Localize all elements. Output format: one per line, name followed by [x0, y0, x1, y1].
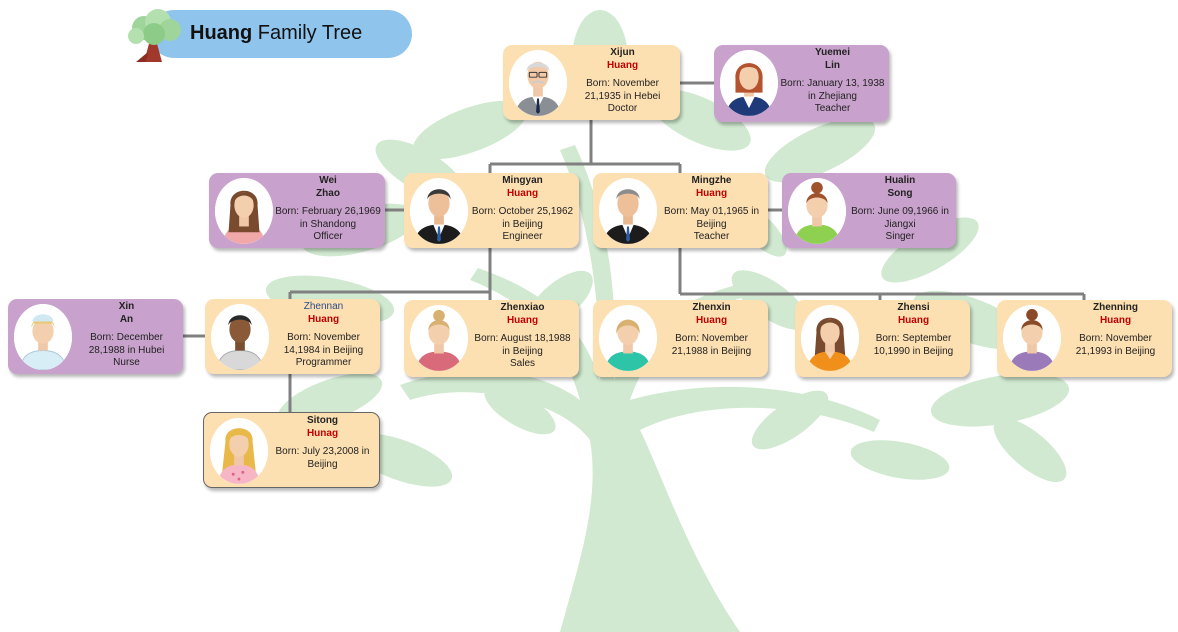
first-name: Zhenxin	[692, 302, 731, 313]
first-name: Xijun	[610, 47, 635, 58]
birth-info: Born: November 21,1993 in Beijing	[1075, 333, 1156, 357]
occupation: Singer	[885, 231, 915, 242]
woman-green-avatar	[788, 178, 846, 244]
person-card-zhennan-huang[interactable]: Zhennan Huang Born: November 14,1984 in …	[205, 299, 380, 374]
occupation: Teacher	[814, 103, 851, 114]
first-name: Sitong	[306, 415, 339, 426]
surname: Huang	[695, 187, 728, 199]
surname: Huang	[506, 314, 539, 326]
birth-info: Born: November 21,1935 in Hebei	[584, 78, 661, 102]
title-banner: Huang Family Tree	[150, 10, 412, 58]
surname: An	[119, 313, 134, 325]
nurse-avatar	[14, 304, 72, 370]
grey-haired-man-suit-avatar	[599, 178, 657, 244]
surname: Huang	[1099, 314, 1132, 326]
surname: Huang	[695, 314, 728, 326]
man-suit-avatar	[410, 178, 468, 244]
woman-red-avatar	[410, 305, 468, 371]
surname: Song	[887, 187, 913, 199]
birth-info: Born: November 21,1988 in Beijing	[671, 333, 752, 357]
birth-info: Born: August 18,1988 in Beijing	[474, 333, 571, 357]
person-card-mingyan-huang[interactable]: Mingyan Huang Born: October 25,1962 in B…	[404, 173, 579, 248]
birth-info: Born: February 26,1969 in Shandong	[275, 206, 381, 230]
first-name: Yuemei	[814, 47, 851, 58]
surname: Huang	[606, 59, 639, 71]
first-name: Wei	[319, 175, 337, 186]
first-name: Hualin	[884, 175, 916, 186]
occupation: Officer	[313, 231, 343, 242]
surname: Lin	[825, 59, 840, 71]
title-rest: Family Tree	[257, 22, 363, 44]
woman-orange-avatar	[801, 305, 859, 371]
person-card-wei-zhao[interactable]: Wei Zhao Born: February 26,1969 in Shand…	[209, 173, 385, 248]
person-card-zhenxin-huang[interactable]: Zhenxin Huang Born: November 21,1988 in …	[593, 300, 768, 377]
person-card-zhensi-huang[interactable]: Zhensi Huang Born: September 10,1990 in …	[795, 300, 970, 377]
occupation: Sales	[509, 358, 535, 369]
person-card-zhenxiao-huang[interactable]: Zhenxiao Huang Born: August 18,1988 in B…	[404, 300, 579, 377]
occupation: Nurse	[113, 357, 140, 368]
first-name: Xin	[118, 301, 135, 312]
person-card-xijun-huang[interactable]: Xijun Huang Born: November 21,1935 in He…	[503, 45, 680, 120]
surname: Huang	[506, 187, 539, 199]
birth-info: Born: June 09,1966 in Jiangxi	[851, 206, 949, 230]
birth-info: Born: September 10,1990 in Beijing	[873, 333, 954, 357]
first-name: Zhensi	[897, 302, 930, 313]
person-card-yuemei-lin[interactable]: Yuemei Lin Born: January 13, 1938 in Zhe…	[714, 45, 889, 122]
birth-info: Born: May 01,1965 in Beijing	[663, 206, 760, 230]
title-surname: Huang	[190, 22, 253, 44]
woman-pink-avatar	[215, 178, 273, 244]
first-name: Mingzhe	[691, 175, 732, 186]
surname: Huang	[307, 313, 340, 325]
woman-teal-avatar	[599, 305, 657, 371]
person-card-sitong-hunag[interactable]: Sitong Hunag Born: July 23,2008 in Beiji…	[203, 412, 380, 488]
elderly-man-glasses-avatar	[509, 50, 567, 116]
surname: Hunag	[306, 427, 339, 439]
person-card-hualin-song[interactable]: Hualin Song Born: June 09,1966 in Jiangx…	[782, 173, 956, 248]
first-name: Mingyan	[502, 175, 543, 186]
page-title: Huang Family Tree	[190, 22, 362, 45]
occupation: Teacher	[693, 231, 730, 242]
tree-logo-icon	[128, 9, 181, 62]
woman-purple-avatar	[1003, 305, 1061, 371]
man-shirt-avatar	[211, 304, 269, 370]
surname: Zhao	[316, 187, 340, 199]
occupation: Engineer	[502, 231, 543, 242]
birth-info: Born: January 13, 1938 in Zhejiang	[780, 78, 885, 102]
birth-info: Born: November 14,1984 in Beijing	[283, 332, 364, 356]
person-card-mingzhe-huang[interactable]: Mingzhe Huang Born: May 01,1965 in Beiji…	[593, 173, 768, 248]
girl-blonde-avatar	[210, 418, 268, 484]
first-name: Zhennan	[303, 301, 344, 312]
first-name: Zhenning	[1093, 302, 1138, 313]
woman-suit-avatar	[720, 50, 778, 116]
occupation: Programmer	[295, 357, 352, 368]
person-card-zhenning-huang[interactable]: Zhenning Huang Born: November 21,1993 in…	[997, 300, 1172, 377]
birth-info: Born: December 28,1988 in Hubei	[88, 332, 165, 356]
birth-info: Born: October 25,1962 in Beijing	[471, 206, 574, 230]
occupation: Doctor	[607, 103, 638, 114]
first-name: Zhenxiao	[500, 302, 545, 313]
surname: Huang	[897, 314, 930, 326]
birth-info: Born: July 23,2008 in Beijing	[275, 446, 370, 470]
